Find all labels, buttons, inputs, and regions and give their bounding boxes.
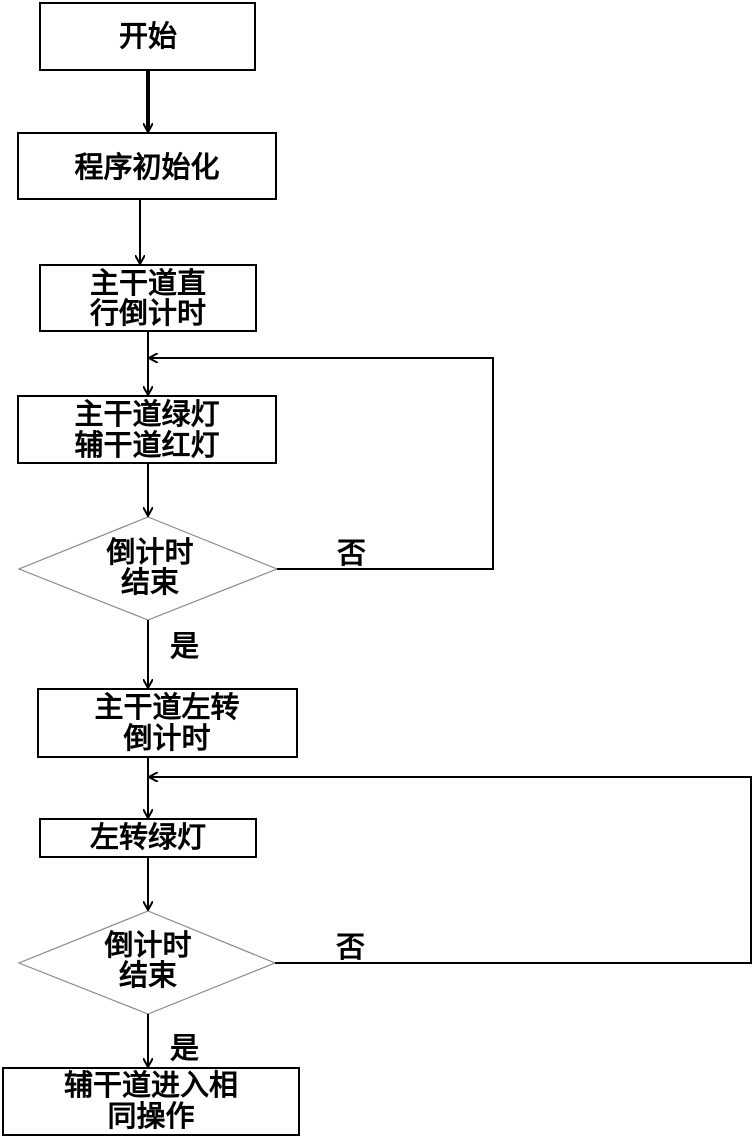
decision-2-label-line-1: 倒计时 [103,928,191,962]
loop-decision-1-no [150,358,494,570]
start-label: 开始 [119,19,177,53]
decision-2-label-line-2: 结束 [119,958,177,992]
init-box [17,132,277,200]
main-left-countdown-label-line-2: 倒计时 [122,721,210,755]
decision-1-label-line-2: 结束 [121,565,179,599]
decision-2-no-label: 否 [336,930,365,964]
left-green-box [39,818,257,858]
main-left-countdown-label-line-1: 主干道左转 [94,690,239,724]
loop-decision-2-no [150,777,752,964]
decision-2-yes-label: 是 [170,1031,199,1065]
decision-1-no-label: 否 [337,536,366,570]
decision-1-label-line-1: 倒计时 [105,535,193,569]
side-same-operation-box [2,1067,300,1136]
init-label: 程序初始化 [74,150,219,184]
main-green-side-red-label-line-2: 辅干道红灯 [74,428,219,462]
side-same-operation-label-line-2: 同操作 [107,1099,194,1133]
left-green-label: 左转绿灯 [90,820,206,854]
start-box [39,2,256,71]
decision-1-yes-label: 是 [170,629,199,663]
main-green-side-red-box [17,395,277,464]
main-straight-countdown-label-line-2: 行倒计时 [89,296,206,330]
main-straight-countdown-label-line-1: 主干道直 [90,266,206,300]
main-left-countdown-box [37,688,298,758]
side-same-operation-label-line-1: 辅干道进入相 [64,1068,238,1102]
main-green-side-red-label-line-1: 主干道绿灯 [74,397,219,431]
main-straight-countdown-box [39,264,257,332]
